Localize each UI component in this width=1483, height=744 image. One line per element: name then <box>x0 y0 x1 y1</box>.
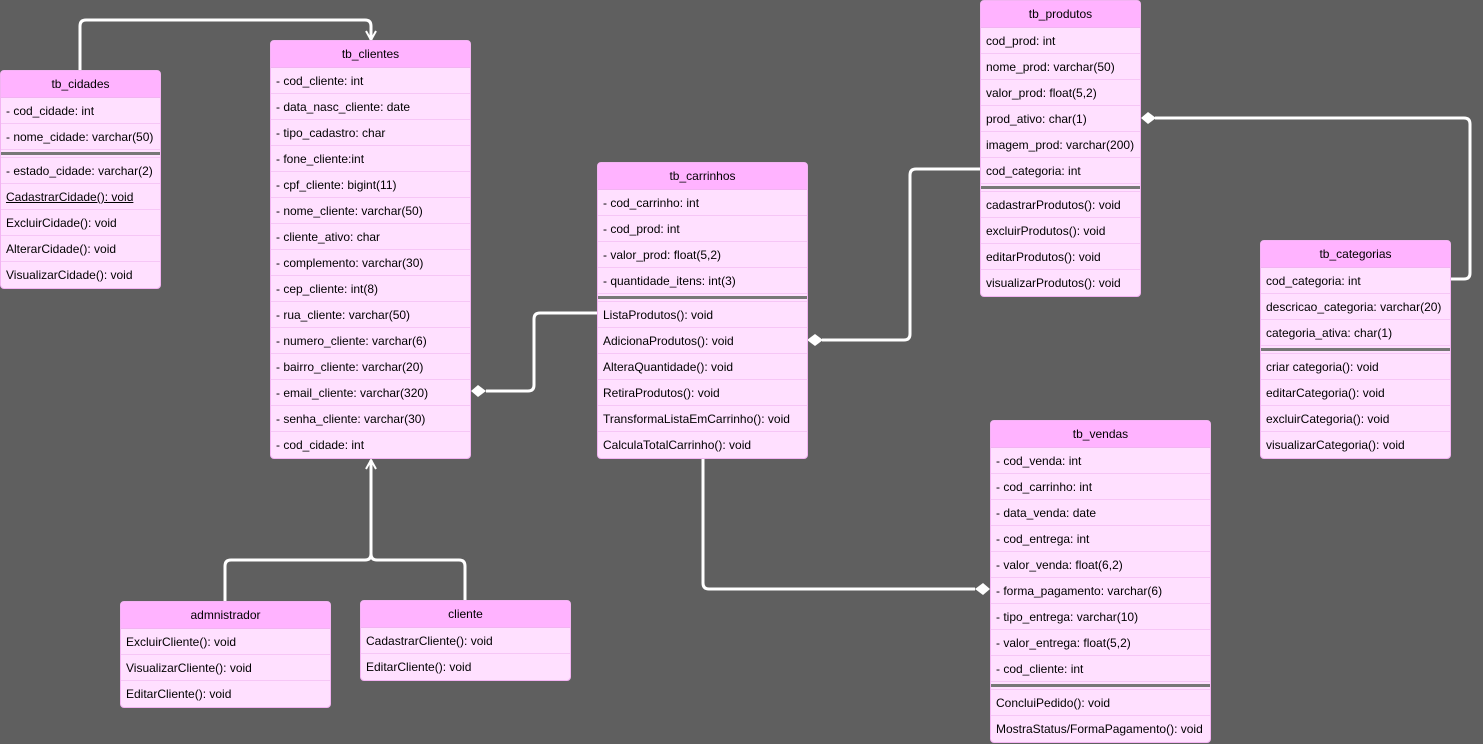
method-row: CalculaTotalCarrinho(): void <box>603 438 752 452</box>
attribute-row: nome_prod: varchar(50) <box>981 54 1140 80</box>
method-row: TransformaListaEmCarrinho(): void <box>598 406 807 432</box>
method-row: AdicionaProdutos(): void <box>598 328 807 354</box>
attribute-row: - cod_venda: int <box>991 448 1210 474</box>
method-row: RetiraProdutos(): void <box>598 380 807 406</box>
attribute-row: - rua_cliente: varchar(50) <box>271 302 470 328</box>
method-row: editarCategoria(): void <box>1261 380 1450 406</box>
compartment-separator <box>1261 346 1450 354</box>
attribute-row: - data_nasc_cliente: date <box>271 94 470 120</box>
attribute-row: - cep_cliente: int(8) <box>271 276 470 302</box>
attribute-row: - cod_prod: int <box>598 216 807 242</box>
compartment-separator <box>1 150 160 158</box>
attribute-row: categoria_ativa: char(1) <box>1261 320 1450 346</box>
diamond-clientes <box>471 385 486 397</box>
class-tb-produtos[interactable]: tb_produtos cod_prod: int nome_prod: var… <box>980 0 1141 297</box>
class-tb-carrinhos[interactable]: tb_carrinhos - cod_carrinho: int - cod_p… <box>597 162 808 459</box>
attribute-row: - fone_cliente:int <box>271 146 470 172</box>
attribute-row: imagem_prod: varchar(200) <box>981 132 1140 158</box>
attribute-row: cod_prod: int <box>981 28 1140 54</box>
method-row: cadastrarProdutos(): void <box>981 192 1140 218</box>
method-row: visualizarProdutos(): void <box>986 276 1121 290</box>
compartment-separator <box>598 294 807 302</box>
class-cliente[interactable]: cliente CadastrarCliente(): void EditarC… <box>360 600 571 681</box>
method-row: CadastrarCliente(): void <box>361 628 570 654</box>
method-row: MostraStatus/FormaPagamento(): void <box>996 722 1203 736</box>
method-row: VisualizarCidade(): void <box>6 268 133 282</box>
connector-carrinhos-clientes <box>486 311 598 393</box>
attribute-row: - cod_carrinho: int <box>991 474 1210 500</box>
method-row: ListaProdutos(): void <box>598 302 807 328</box>
connector-cliente-clientes <box>369 553 467 601</box>
attribute-row: - tipo_entrega: varchar(10) <box>991 604 1210 630</box>
attribute-row: - cod_cliente: int <box>271 68 470 94</box>
attribute-row: - nome_cidade: varchar(50) <box>1 124 160 150</box>
class-header: cliente <box>361 601 570 628</box>
class-tb-vendas[interactable]: tb_vendas - cod_venda: int - cod_carrinh… <box>990 420 1211 743</box>
class-header: tb_categorias <box>1261 241 1450 268</box>
attribute-row: - cod_carrinho: int <box>598 190 807 216</box>
attribute-row: cod_categoria: int <box>1261 268 1450 294</box>
class-header: tb_produtos <box>981 1 1140 28</box>
method-row: ExcluirCliente(): void <box>121 629 330 655</box>
method-row: criar categoria(): void <box>1261 354 1450 380</box>
method-row: excluirCategoria(): void <box>1261 406 1450 432</box>
diamond-produtos <box>1141 112 1156 124</box>
attribute-row: - tipo_cadastro: char <box>271 120 470 146</box>
attribute-row: - cod_entrega: int <box>991 526 1210 552</box>
method-row: AlterarCidade(): void <box>1 236 160 262</box>
attribute-row: - valor_prod: float(5,2) <box>598 242 807 268</box>
attribute-row: descricao_categoria: varchar(20) <box>1261 294 1450 320</box>
class-header: tb_vendas <box>991 421 1210 448</box>
attribute-row: - cpf_cliente: bigint(11) <box>271 172 470 198</box>
attribute-row: - data_venda: date <box>991 500 1210 526</box>
attribute-row: - email_cliente: varchar(320) <box>271 380 470 406</box>
class-header: admnistrador <box>121 602 330 629</box>
attribute-row: - quantidade_itens: int(3) <box>598 268 807 294</box>
attribute-row: valor_prod: float(5,2) <box>981 80 1140 106</box>
attribute-row: - complemento: varchar(30) <box>271 250 470 276</box>
attribute-row: - bairro_cliente: varchar(20) <box>271 354 470 380</box>
method-row: excluirProdutos(): void <box>981 218 1140 244</box>
attribute-row: - senha_cliente: varchar(30) <box>271 406 470 432</box>
connector-produtos-carrinhos <box>822 167 980 342</box>
attribute-row: - numero_cliente: varchar(6) <box>271 328 470 354</box>
connector-admnistrador-clientes <box>223 460 371 601</box>
attribute-row: - valor_venda: float(6,2) <box>991 552 1210 578</box>
compartment-separator <box>981 184 1140 192</box>
method-row: EditarCliente(): void <box>366 660 472 674</box>
class-admnistrador[interactable]: admnistrador ExcluirCliente(): void Visu… <box>120 601 331 708</box>
compartment-separator <box>991 682 1210 690</box>
attribute-row: - cod_cidade: int <box>276 438 365 452</box>
method-row: EditarCliente(): void <box>126 687 232 701</box>
method-row: ConcluiPedido(): void <box>991 690 1210 716</box>
connector-cidades-clientes <box>78 18 371 71</box>
method-row: CadastrarCidade(): void <box>1 184 160 210</box>
connector-carrinhos-vendas <box>701 456 975 591</box>
attribute-row: cod_categoria: int <box>981 158 1140 184</box>
class-header: tb_cidades <box>1 71 160 98</box>
attribute-row: prod_ativo: char(1) <box>981 106 1140 132</box>
attribute-row: - cod_cidade: int <box>1 98 160 124</box>
class-tb-categorias[interactable]: tb_categorias cod_categoria: int descric… <box>1260 240 1451 459</box>
class-tb-clientes[interactable]: tb_clientes - cod_cliente: int - data_na… <box>270 40 471 459</box>
attribute-row: - cod_cliente: int <box>991 656 1210 682</box>
attribute-row: - forma_pagamento: varchar(6) <box>991 578 1210 604</box>
attribute-row: - valor_entrega: float(5,2) <box>991 630 1210 656</box>
attribute-row: - cliente_ativo: char <box>271 224 470 250</box>
method-row: - estado_cidade: varchar(2) <box>1 158 160 184</box>
class-tb-cidades[interactable]: tb_cidades - cod_cidade: int - nome_cida… <box>0 70 161 289</box>
attribute-row: - nome_cliente: varchar(50) <box>271 198 470 224</box>
connector-categorias-produtos <box>1155 116 1472 281</box>
method-row: visualizarCategoria(): void <box>1266 438 1405 452</box>
method-row: AlteraQuantidade(): void <box>598 354 807 380</box>
class-header: tb_clientes <box>271 41 470 68</box>
diamond-vendas <box>975 583 990 595</box>
method-row: editarProdutos(): void <box>981 244 1140 270</box>
method-row: ExcluirCidade(): void <box>1 210 160 236</box>
diamond-carrinhos <box>807 334 823 346</box>
class-header: tb_carrinhos <box>598 163 807 190</box>
method-row: VisualizarCliente(): void <box>121 655 330 681</box>
